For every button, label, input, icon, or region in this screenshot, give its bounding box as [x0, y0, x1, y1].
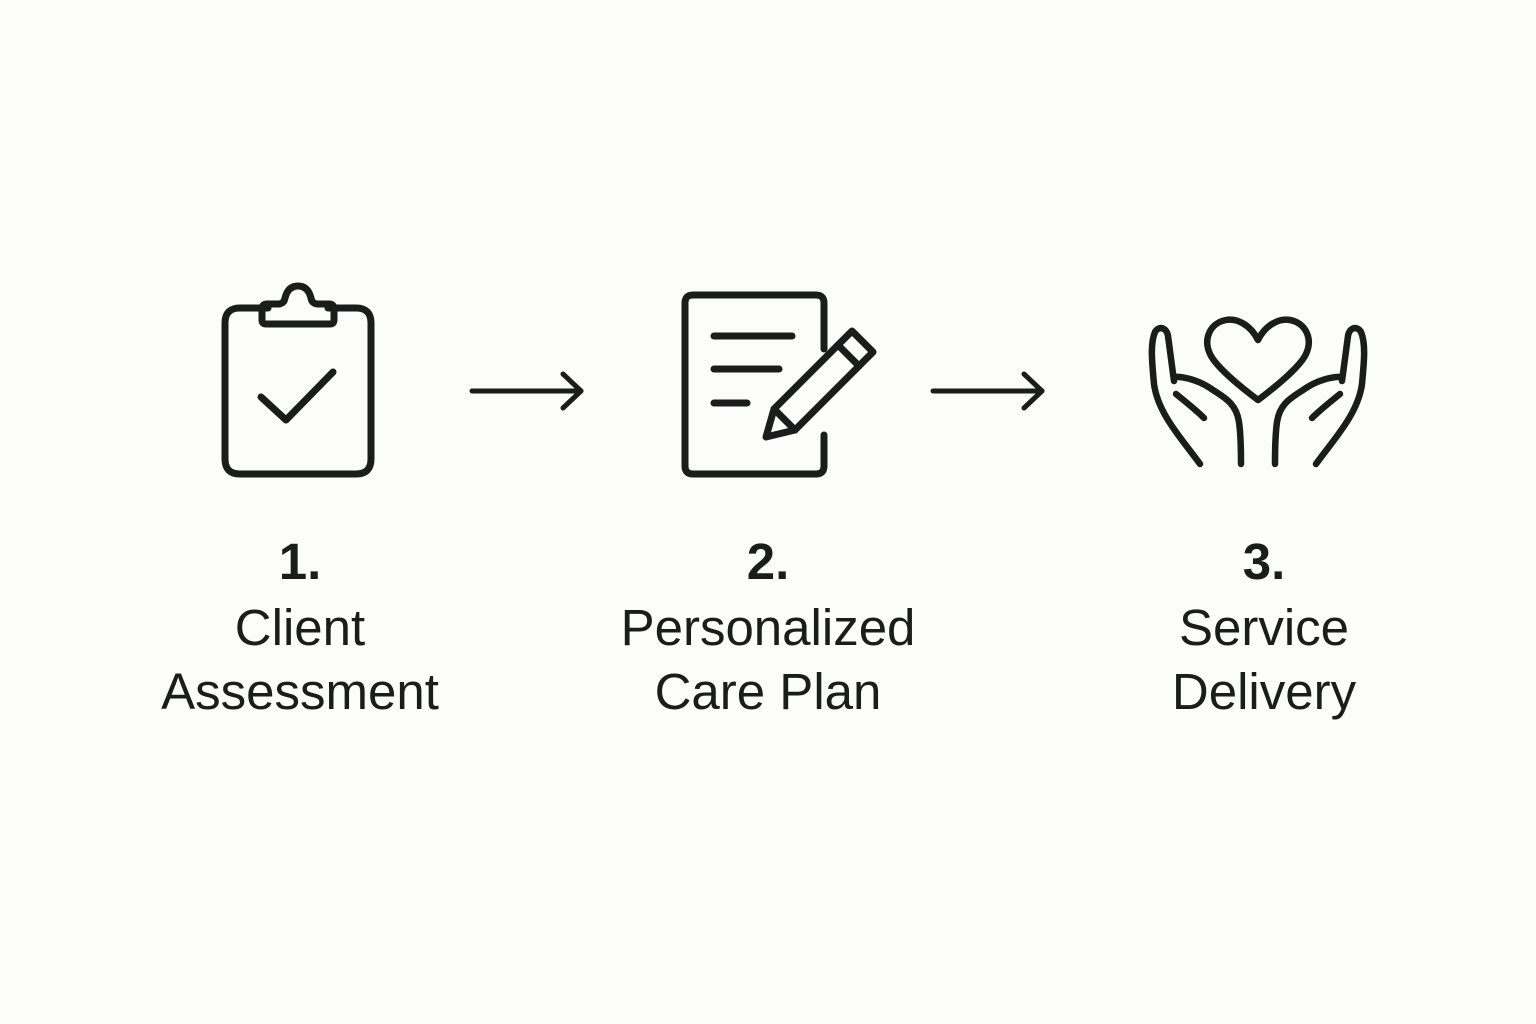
- document-pencil-icon: [676, 287, 892, 483]
- step-title-line2: Care Plan: [654, 663, 882, 720]
- arrow-right-icon: [468, 371, 586, 415]
- arrow-right-icon: [929, 371, 1047, 415]
- step-label-client-assessment: 1. Client Assessment: [130, 530, 470, 724]
- hands-heart-icon: [1140, 306, 1376, 476]
- step-number: 1.: [278, 533, 322, 590]
- step-number: 3.: [1242, 533, 1286, 590]
- step-title-line1: Client: [234, 599, 366, 656]
- step-label-service-delivery: 3. Service Delivery: [1094, 530, 1434, 724]
- step-title-line2: Assessment: [161, 663, 439, 720]
- step-label-personalized-care-plan: 2. Personalized Care Plan: [588, 530, 948, 724]
- step-title-line1: Personalized: [620, 599, 916, 656]
- step-title-line2: Delivery: [1171, 663, 1357, 720]
- step-number: 2.: [746, 533, 790, 590]
- step-title-line1: Service: [1178, 599, 1350, 656]
- clipboard-check-icon: [216, 280, 380, 480]
